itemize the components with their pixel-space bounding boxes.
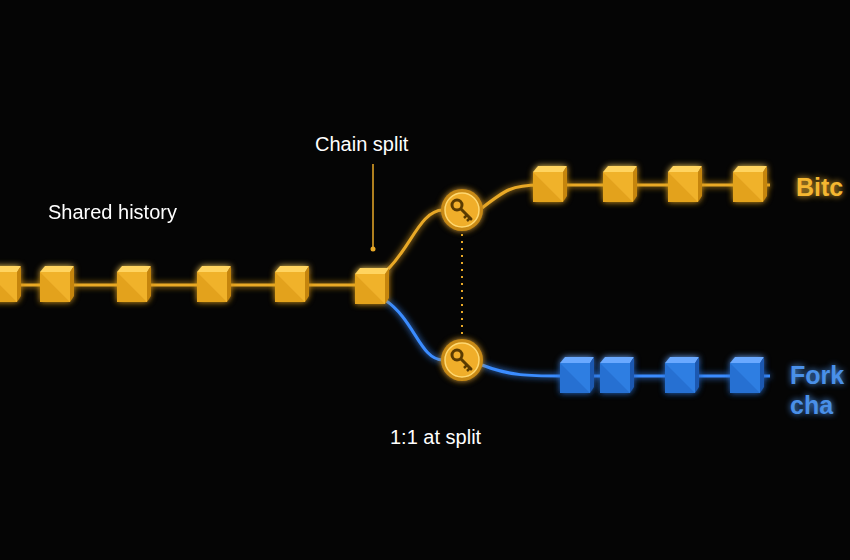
upper-branch-line [385, 210, 443, 272]
split-block [355, 268, 389, 304]
block [275, 266, 309, 302]
leader-dot [371, 247, 376, 252]
fork-block [560, 357, 594, 393]
block [603, 166, 637, 202]
fork-block [665, 357, 699, 393]
block [733, 166, 767, 202]
chain-name: Bitc [796, 172, 850, 202]
block [40, 266, 74, 302]
callout-label: Chain split [315, 132, 515, 156]
block [533, 166, 567, 202]
section-label: Shared history [48, 200, 288, 224]
key-coin [441, 339, 483, 381]
block [197, 266, 231, 302]
dotted-link [461, 234, 463, 336]
ratio-label: 1:1 at split [390, 425, 590, 449]
block [668, 166, 702, 202]
leader-line [372, 164, 374, 248]
lower-branch-line [385, 300, 443, 360]
chain-name: Fork cha [790, 360, 848, 420]
block [0, 266, 21, 302]
fork-block [730, 357, 764, 393]
key-coin [441, 189, 483, 231]
block [117, 266, 151, 302]
fork-block [600, 357, 634, 393]
